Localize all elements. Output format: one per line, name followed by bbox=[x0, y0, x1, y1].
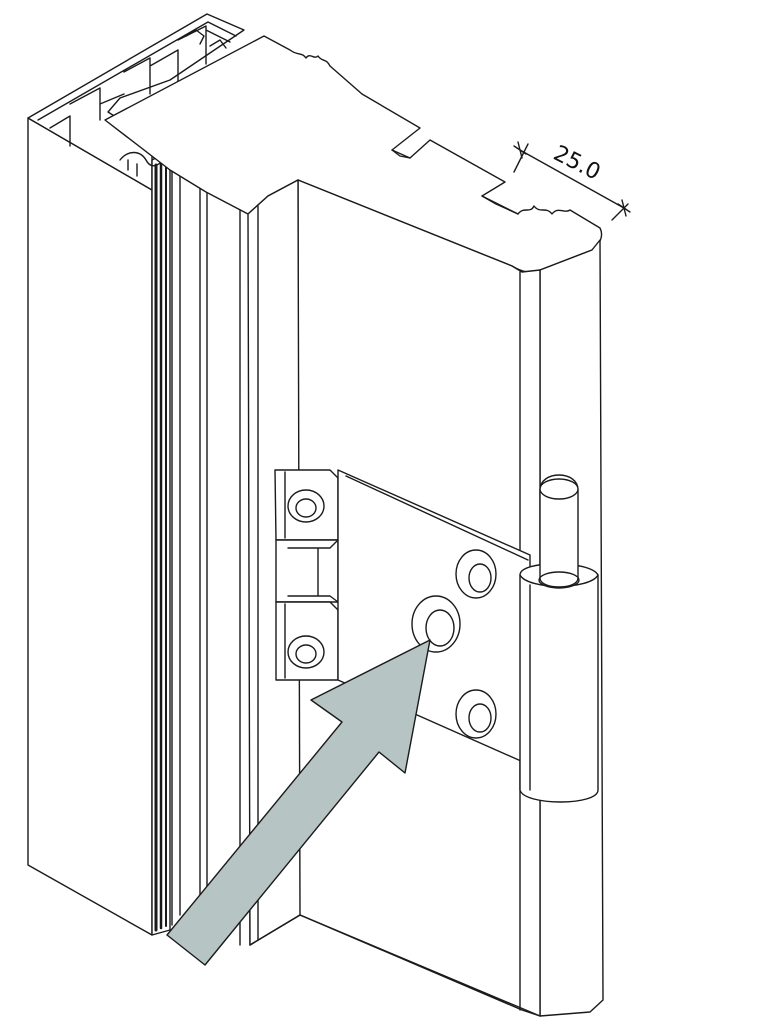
dim-ext-line-left bbox=[513, 143, 529, 173]
hinge-pin bbox=[539, 474, 579, 588]
frame-front-face bbox=[27, 117, 153, 936]
dim-ext-line-right bbox=[611, 203, 629, 221]
barrel-body bbox=[519, 563, 599, 803]
frame-clips bbox=[185, 29, 227, 49]
frame-chambers bbox=[37, 21, 237, 147]
dimension-annotation: 25.0 bbox=[513, 141, 631, 221]
frame-hinge-bracket bbox=[274, 469, 347, 681]
bracket-middle bbox=[275, 539, 339, 603]
hinge-barrel bbox=[519, 474, 599, 803]
dim-ticks bbox=[513, 141, 631, 217]
pointer-arrow-icon bbox=[166, 639, 431, 966]
frame-profile bbox=[27, 13, 251, 946]
dim-line bbox=[519, 149, 625, 209]
dimension-label: 25.0 bbox=[549, 141, 604, 186]
